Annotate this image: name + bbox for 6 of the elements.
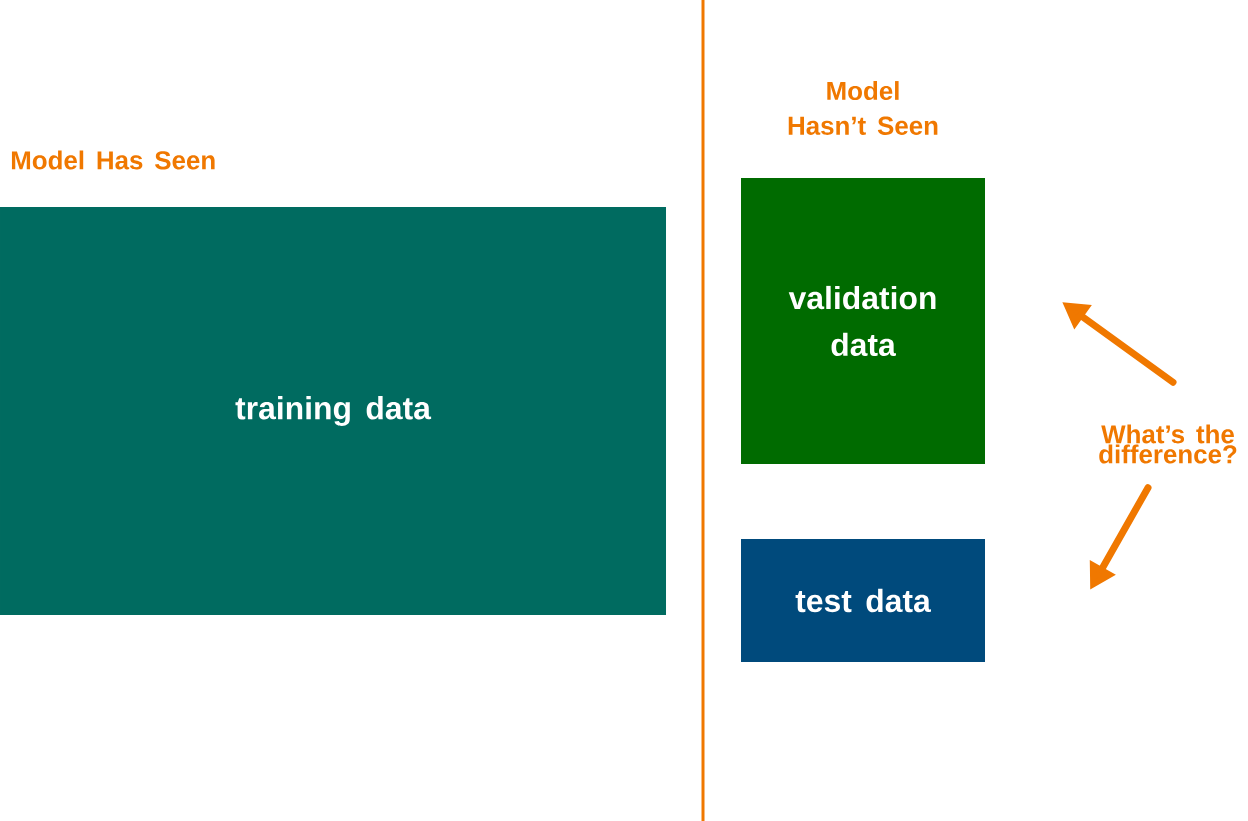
data-box: training data [0,207,666,615]
data-box: validation data [741,178,985,464]
question-text: What’s the difference? [1099,424,1237,464]
data-box: test data [741,539,985,662]
heading-label: Model Hasn’t Seen [788,81,938,135]
heading-label: Model Has Seen [11,150,215,170]
